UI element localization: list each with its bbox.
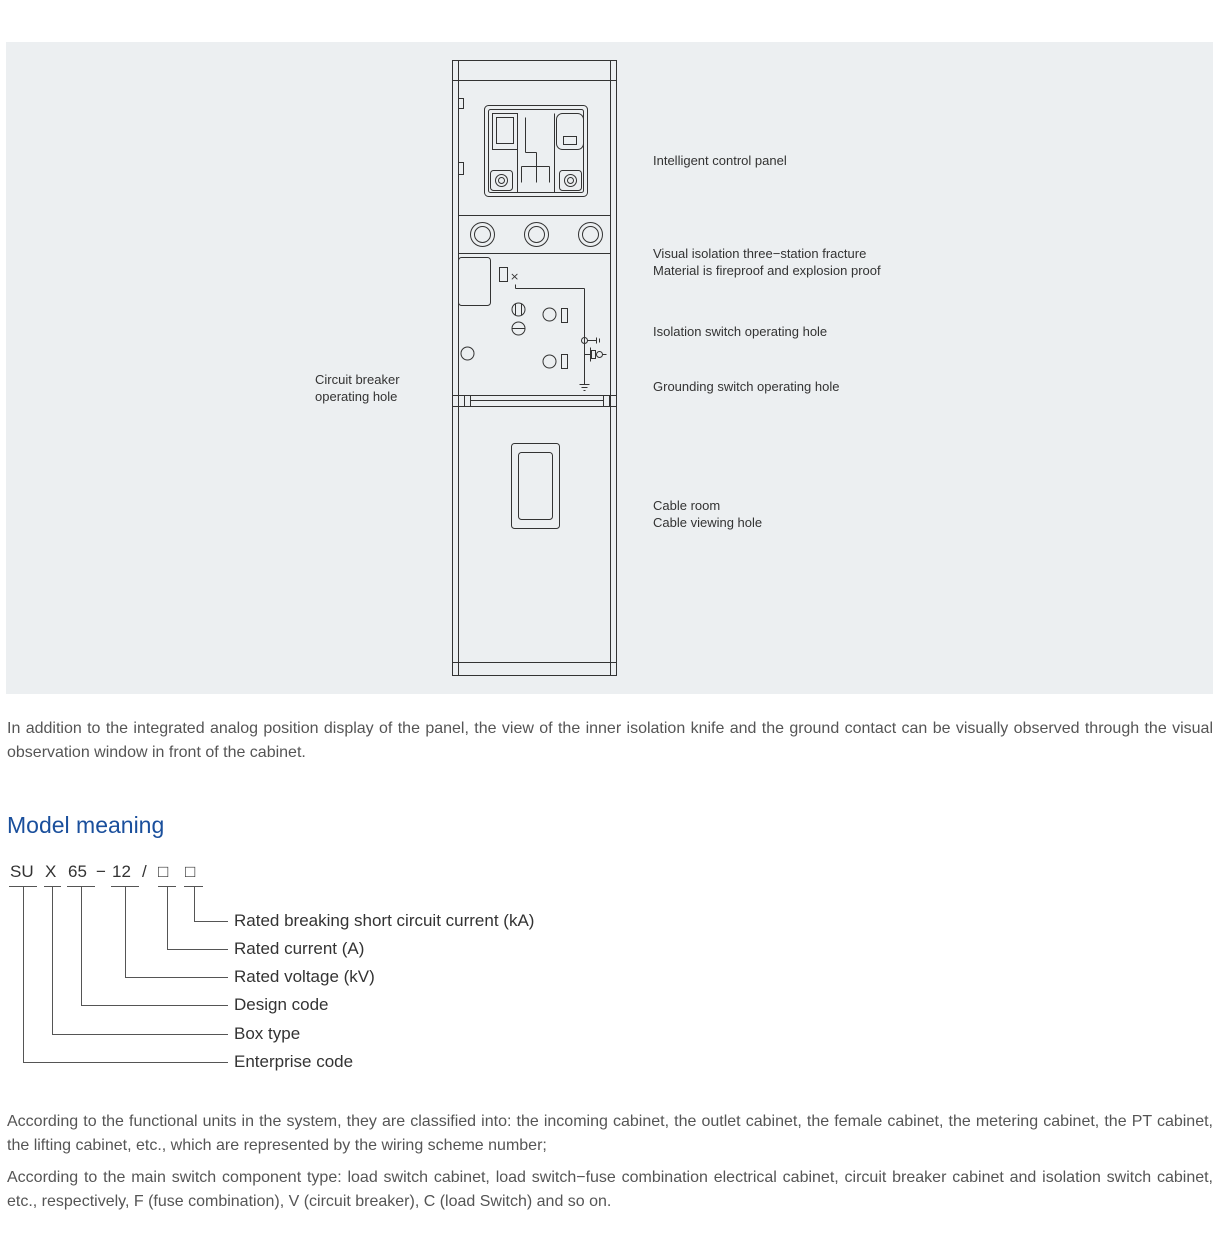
model-code-part: 65: [68, 862, 87, 881]
label-visual-isolation-2: Material is fireproof and explosion proo…: [653, 263, 881, 278]
label-intelligent-control-panel: Intelligent control panel: [653, 153, 787, 168]
legend-rated-current: Rated current (A): [234, 939, 365, 958]
model-code-part: □: [185, 862, 196, 881]
model-legend-lines: [9, 886, 228, 1063]
legend-box-type: Box type: [234, 1024, 301, 1043]
model-code-part: 12: [112, 862, 131, 881]
label-isolation-switch-hole: Isolation switch operating hole: [653, 324, 828, 339]
label-circuit-breaker-1: Circuit breaker: [315, 372, 400, 387]
model-code-part: SU: [10, 862, 34, 881]
legend-rated-breaking-current: Rated breaking short circuit current (kA…: [234, 911, 535, 930]
cabinet-front-view-drawing: ×: [452, 60, 617, 676]
legend-design-code: Design code: [234, 995, 329, 1014]
model-code-part: −: [96, 862, 106, 881]
model-code-part: /: [142, 862, 147, 881]
classification-paragraph-switch-type: According to the main switch component t…: [7, 1169, 1213, 1210]
label-grounding-switch-hole: Grounding switch operating hole: [653, 379, 840, 394]
model-code-part: X: [45, 862, 57, 881]
model-code-part: □: [158, 862, 169, 881]
label-cable-room: Cable room: [653, 498, 721, 513]
legend-rated-voltage: Rated voltage (kV): [234, 967, 375, 986]
svg-text:×: ×: [510, 270, 519, 283]
label-circuit-breaker-2: operating hole: [315, 389, 398, 404]
label-cable-viewing-hole: Cable viewing hole: [653, 515, 763, 530]
section-title-model-meaning: Model meaning: [7, 812, 165, 838]
label-visual-isolation-1: Visual isolation three−station fracture: [653, 246, 867, 261]
intro-paragraph: In addition to the integrated analog pos…: [7, 720, 1213, 761]
classification-paragraph-functional: According to the functional units in the…: [7, 1113, 1213, 1154]
cabinet-diagram-panel: × Intelligent control pa: [6, 42, 1213, 694]
legend-enterprise-code: Enterprise code: [234, 1052, 354, 1071]
